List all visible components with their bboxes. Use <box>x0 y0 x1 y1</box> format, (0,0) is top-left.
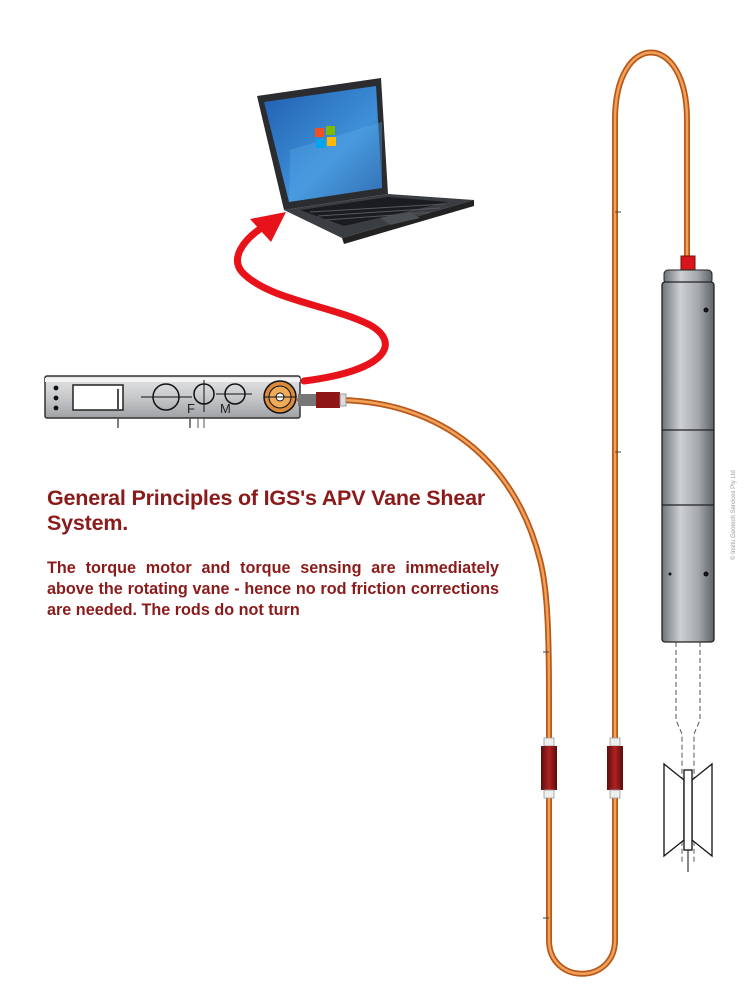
laptop-icon <box>257 78 474 244</box>
rod-coupling <box>607 737 623 799</box>
cable-tick-marks <box>543 211 621 919</box>
arrow-head-icon <box>250 212 286 242</box>
diagram-title: General Principles of IGS's APV Vane She… <box>47 486 486 535</box>
copyright-note: © Insitu Geotech Services Pty Ltd <box>731 470 737 560</box>
box-connector <box>298 392 347 408</box>
vane-probe-icon <box>661 255 715 872</box>
data-link-cable <box>234 212 389 385</box>
rod-coupling <box>541 737 557 799</box>
diagram-description: The torque motor and torque sensing are … <box>47 559 499 619</box>
control-box-label-m: M <box>220 401 231 416</box>
windows-logo-icon <box>315 126 336 148</box>
control-box-label-f: F <box>187 401 195 416</box>
control-box-icon: F M <box>44 375 301 428</box>
